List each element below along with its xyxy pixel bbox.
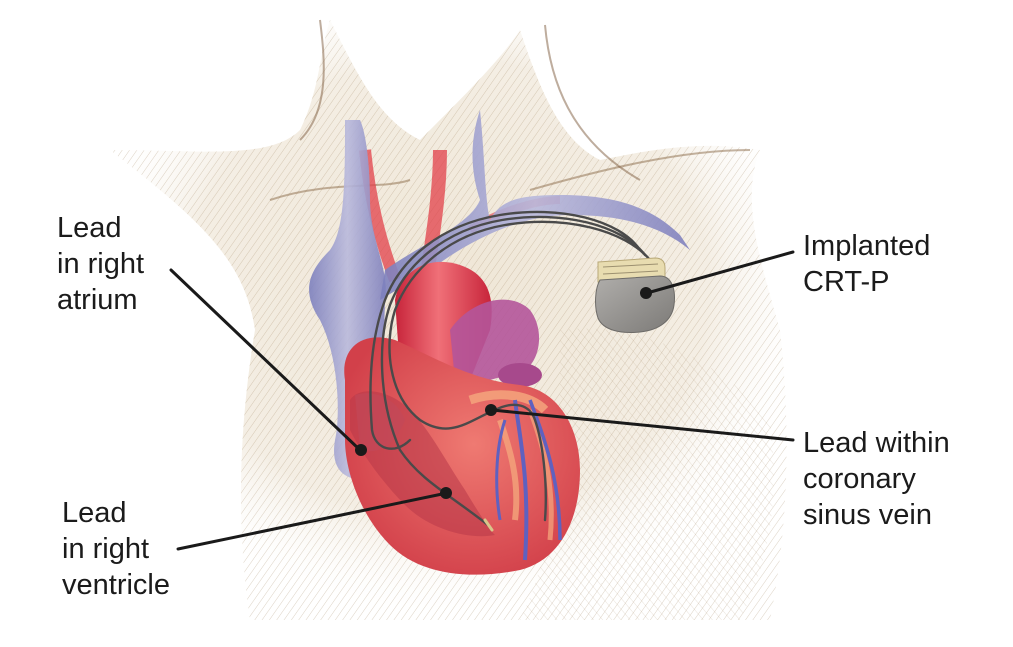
label-line: ventricle	[62, 569, 170, 601]
label-line: Lead	[62, 497, 127, 529]
label-line: sinus vein	[803, 499, 932, 531]
label-line: in right	[57, 248, 145, 280]
callout-dot-device	[640, 287, 652, 299]
label-line: CRT-P	[803, 266, 890, 298]
callout-line-right-ventricle	[176, 491, 449, 551]
label-line: Lead within	[803, 427, 950, 459]
callout-line-right-atrium	[169, 268, 362, 452]
heart	[344, 337, 580, 575]
label-implanted-crt-p: Implanted CRT-P	[803, 228, 930, 300]
callout-dot-coronary-sinus	[485, 404, 497, 416]
pacing-leads	[369, 210, 652, 532]
callout-line-coronary-sinus	[490, 408, 795, 442]
left-atrial-appendage	[498, 363, 542, 387]
callout-dot-right-atrium	[355, 444, 367, 456]
label-line: coronary	[803, 463, 916, 495]
label-lead-right-ventricle: Lead in right ventricle	[62, 495, 170, 603]
crt-p-device	[595, 257, 675, 333]
callout-dot-right-ventricle	[440, 487, 452, 499]
label-line: atrium	[57, 284, 138, 316]
callout-dots	[355, 287, 652, 499]
label-line: Implanted	[803, 230, 931, 262]
label-lead-coronary-sinus: Lead within coronary sinus vein	[803, 425, 950, 533]
callout-line-device	[645, 250, 795, 295]
label-lead-right-atrium: Lead in right atrium	[57, 210, 144, 318]
label-line: Lead	[57, 212, 122, 244]
label-line: in right	[62, 533, 150, 565]
pulmonary-artery	[450, 299, 540, 380]
callout-lines	[169, 250, 795, 551]
